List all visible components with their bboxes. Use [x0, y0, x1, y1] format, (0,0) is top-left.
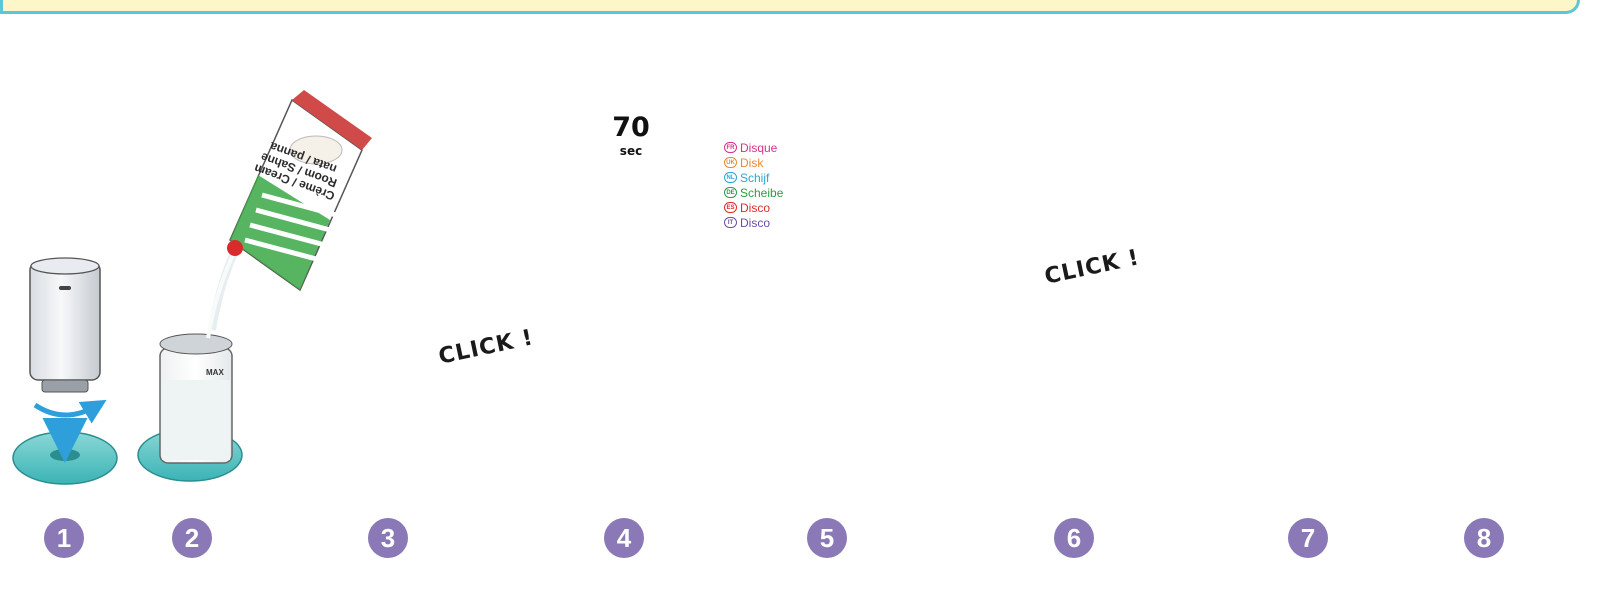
language-code-badge: FR	[724, 142, 737, 153]
step-1-illustration	[12, 257, 118, 485]
step-badge-6: 6	[1054, 518, 1094, 558]
timer-unit: sec	[619, 144, 643, 158]
glass-max-mark: MAX	[206, 368, 224, 377]
language-code-badge: UK	[724, 157, 737, 168]
disk-label: Disco	[740, 200, 771, 215]
step-badge-8: 8	[1464, 518, 1504, 558]
step-badge-4: 4	[604, 518, 644, 558]
language-code-badge: DE	[724, 187, 737, 198]
step-2-illustration	[137, 90, 372, 482]
language-code-badge: IT	[724, 217, 737, 228]
step-badge-7: 7	[1288, 518, 1328, 558]
step-badge-3: 3	[368, 518, 408, 558]
step-badge-1: 1	[44, 518, 84, 558]
disk-label: Disk	[740, 155, 764, 170]
cream-carton	[227, 90, 372, 292]
step-badge-5: 5	[807, 518, 847, 558]
disk-label: Scheibe	[740, 185, 784, 200]
language-code-badge: ES	[724, 202, 737, 213]
language-code-badge: NL	[724, 172, 737, 183]
timer-value: 70	[612, 112, 650, 143]
step-badge-2: 2	[172, 518, 212, 558]
disk-label: Schijf	[740, 170, 770, 185]
disk-label: Disco	[740, 215, 771, 230]
disk-label: Disque	[740, 140, 778, 155]
